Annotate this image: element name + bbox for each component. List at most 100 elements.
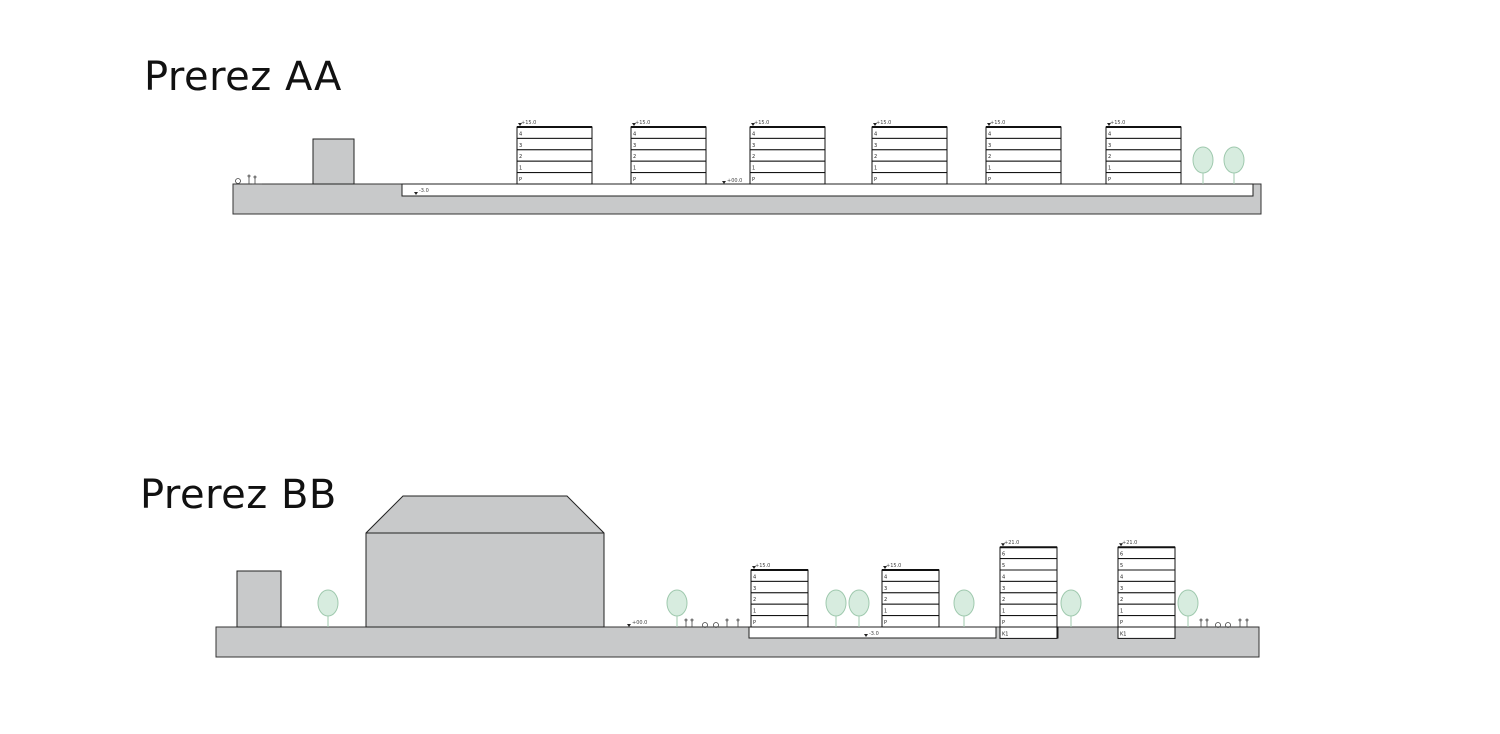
section-bb-title: Prerez BB bbox=[140, 472, 337, 518]
ground-level-marker-bb: +00.0 bbox=[627, 620, 647, 627]
floor-label: 2 bbox=[988, 154, 991, 160]
floor-label: 2 bbox=[1108, 154, 1111, 160]
floor bbox=[999, 580, 1058, 594]
floor bbox=[630, 149, 707, 162]
floor bbox=[630, 160, 707, 174]
floor-label: 4 bbox=[1108, 131, 1111, 137]
floor bbox=[985, 137, 1062, 151]
floor-label: 4 bbox=[1002, 574, 1005, 580]
floor-label: 6 bbox=[1120, 552, 1123, 558]
floor-label: 1 bbox=[753, 609, 756, 615]
floor-label: 2 bbox=[753, 597, 756, 603]
floor bbox=[985, 149, 1062, 162]
floor-label: 4 bbox=[1120, 574, 1123, 580]
tree-icon bbox=[1192, 146, 1214, 184]
floor bbox=[1117, 626, 1176, 639]
floor bbox=[516, 172, 593, 185]
floor bbox=[516, 137, 593, 151]
floor bbox=[749, 172, 826, 185]
floor-label: 3 bbox=[884, 586, 887, 592]
floor-label: 3 bbox=[633, 143, 636, 149]
floor-label: 4 bbox=[752, 131, 755, 137]
top-level-label: +15.0 bbox=[1110, 120, 1125, 126]
floor bbox=[1105, 137, 1182, 151]
floor-label: 2 bbox=[633, 154, 636, 160]
floor-label: 6 bbox=[1002, 552, 1005, 558]
top-level-marker bbox=[987, 123, 991, 126]
top-level-label: +15.0 bbox=[886, 563, 901, 569]
floor-label: 2 bbox=[1120, 597, 1123, 603]
top-level-label: +15.0 bbox=[635, 120, 650, 126]
floor-label: 2 bbox=[874, 154, 877, 160]
floor bbox=[871, 126, 948, 139]
top-level-marker bbox=[873, 123, 877, 126]
svg-text:+00.0: +00.0 bbox=[727, 178, 742, 184]
section-aa: -3.0 +00.0 4321P+15.04321P+15.04321P+15.… bbox=[232, 120, 1262, 215]
floor bbox=[999, 603, 1058, 617]
floor-label: P bbox=[633, 177, 636, 183]
floor-label: 3 bbox=[1120, 586, 1123, 592]
basement-level-marker-bb: -3.0 bbox=[864, 631, 879, 637]
floor bbox=[999, 546, 1058, 560]
top-level-marker bbox=[1001, 543, 1005, 547]
floor bbox=[750, 569, 809, 582]
floor-label: 4 bbox=[874, 131, 877, 137]
floor-label: 1 bbox=[1002, 609, 1005, 615]
top-level-label: +15.0 bbox=[876, 120, 891, 126]
tree-icon bbox=[848, 589, 870, 627]
people-icon bbox=[1199, 618, 1249, 628]
top-level-label: +15.0 bbox=[755, 563, 770, 569]
floor bbox=[871, 137, 948, 151]
top-level-label: +15.0 bbox=[990, 120, 1005, 126]
top-level-marker bbox=[751, 123, 755, 126]
floor-label: K1 bbox=[1120, 631, 1126, 637]
floor-label: 3 bbox=[1002, 586, 1005, 592]
floor bbox=[749, 137, 826, 151]
floor-label: P bbox=[884, 620, 887, 626]
floor bbox=[1105, 172, 1182, 185]
top-level-label: +15.0 bbox=[754, 120, 769, 126]
floor-label: 1 bbox=[1108, 166, 1111, 172]
tree-icon bbox=[1060, 589, 1082, 627]
floor-label: 1 bbox=[988, 166, 991, 172]
tree-icon bbox=[1177, 589, 1199, 627]
top-level-label: +21.0 bbox=[1122, 540, 1137, 546]
floor-label: 1 bbox=[884, 609, 887, 615]
floor bbox=[1117, 615, 1176, 628]
floor bbox=[1117, 546, 1176, 560]
floor-label: P bbox=[752, 177, 755, 183]
floor-label: 3 bbox=[988, 143, 991, 149]
basement-void-aa bbox=[401, 183, 1254, 197]
floor bbox=[871, 149, 948, 162]
existing-building-bb bbox=[236, 570, 282, 628]
floor bbox=[630, 137, 707, 151]
tree-icon bbox=[317, 589, 339, 627]
floor bbox=[1117, 603, 1176, 617]
floor-label: 4 bbox=[884, 574, 887, 580]
floor-label: P bbox=[1120, 620, 1123, 626]
floor bbox=[516, 126, 593, 139]
floor bbox=[750, 592, 809, 605]
floor bbox=[630, 126, 707, 139]
floor bbox=[750, 603, 809, 617]
top-level-label: +15.0 bbox=[521, 120, 536, 126]
tree-icon bbox=[1223, 146, 1245, 184]
people-icon bbox=[684, 618, 740, 628]
floor bbox=[630, 172, 707, 185]
floor-label: P bbox=[1002, 620, 1005, 626]
basement-void-bb-1 bbox=[748, 626, 997, 639]
floor-label: P bbox=[1108, 177, 1111, 183]
floor bbox=[985, 126, 1062, 139]
floor bbox=[1117, 592, 1176, 605]
section-aa-title: Prerez AA bbox=[144, 54, 342, 100]
svg-text:-3.0: -3.0 bbox=[419, 188, 429, 194]
